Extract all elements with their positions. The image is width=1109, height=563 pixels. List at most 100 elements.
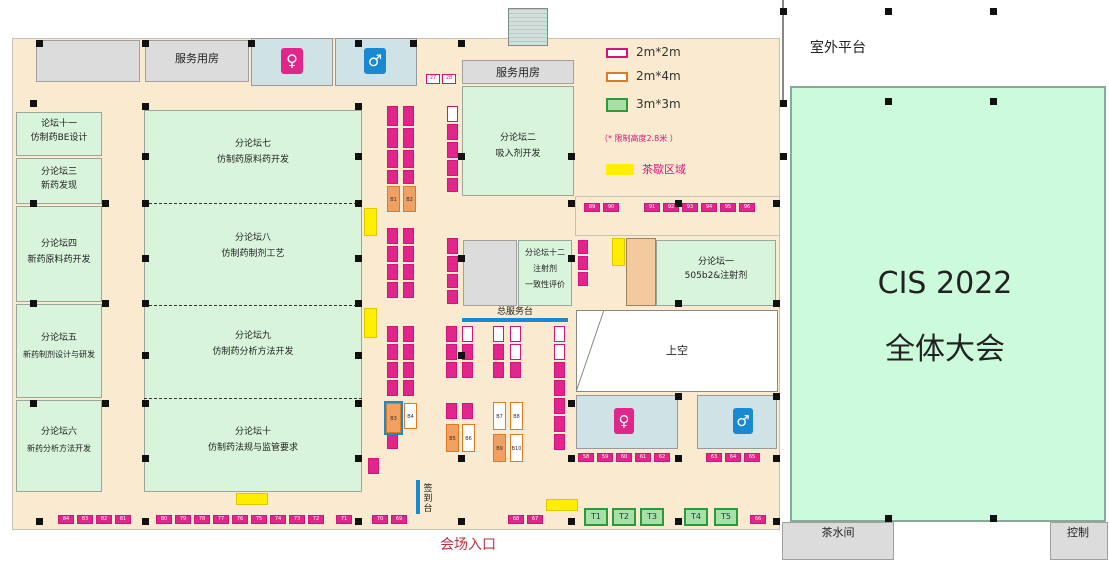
booth-B4[interactable]: B4 [404, 403, 417, 429]
booth-69[interactable]: 69 [391, 515, 407, 524]
booth-col-m-5[interactable] [554, 398, 565, 414]
booth-col-i-3[interactable] [446, 362, 457, 378]
booth-79[interactable]: 79 [175, 515, 191, 524]
booth-col-f-3[interactable] [403, 362, 414, 378]
booth-74[interactable]: 74 [270, 515, 286, 524]
booth-col-g-1[interactable] [447, 106, 458, 122]
booth-T3[interactable]: T3 [640, 508, 664, 526]
booth-col-m-7[interactable] [554, 434, 565, 450]
booth-B7[interactable]: B7 [493, 402, 506, 430]
booth-B10[interactable]: B10 [510, 434, 523, 462]
booth-82[interactable]: 82 [96, 515, 112, 524]
booth-col-c-4[interactable] [387, 282, 398, 298]
booth-col-f-2[interactable] [403, 344, 414, 360]
booth-col-f-4[interactable] [403, 380, 414, 396]
booth-28[interactable]: 28 [442, 74, 456, 84]
booth-col-b-1[interactable] [403, 106, 414, 126]
booth-col-c-3[interactable] [387, 264, 398, 280]
booth-27[interactable]: 27 [426, 74, 440, 84]
booth-col-o-1[interactable] [387, 433, 398, 449]
booth-col-d-1[interactable] [403, 228, 414, 244]
booth-94[interactable]: 94 [701, 203, 717, 212]
booth-col-h-3[interactable] [447, 274, 458, 288]
booth-B9[interactable]: B9 [493, 434, 506, 462]
booth-T4[interactable]: T4 [684, 508, 708, 526]
booth-90[interactable]: 90 [603, 203, 619, 212]
booth-col-h-1[interactable] [447, 238, 458, 254]
booth-col-g-2[interactable] [447, 124, 458, 140]
booth-col-d-3[interactable] [403, 264, 414, 280]
booth-col-g-4[interactable] [447, 160, 458, 176]
booth-B6[interactable]: B6 [462, 424, 475, 452]
booth-64[interactable]: 64 [725, 453, 741, 462]
booth-col-h-4[interactable] [447, 290, 458, 304]
booth-col-f-1[interactable] [403, 326, 414, 342]
booth-63[interactable]: 63 [706, 453, 722, 462]
booth-col-e-2[interactable] [387, 344, 398, 360]
booth-93[interactable]: 93 [682, 203, 698, 212]
booth-col-k-1[interactable] [493, 326, 504, 342]
booth-B3[interactable]: B3 [384, 401, 403, 435]
booth-col-l-1[interactable] [510, 326, 521, 342]
booth-col-m-1[interactable] [554, 326, 565, 342]
booth-B8[interactable]: B8 [510, 402, 523, 430]
booth-col-p-1[interactable] [446, 403, 457, 419]
booth-col-n-1[interactable] [578, 240, 588, 254]
booth-B2[interactable]: B2 [403, 186, 416, 212]
booth-T2[interactable]: T2 [612, 508, 636, 526]
booth-col-n-3[interactable] [578, 272, 588, 286]
booth-96[interactable]: 96 [739, 203, 755, 212]
booth-col-a-1[interactable] [387, 106, 398, 126]
booth-83[interactable]: 83 [77, 515, 93, 524]
booth-72[interactable]: 72 [308, 515, 324, 524]
booth-col-k-3[interactable] [493, 362, 504, 378]
booth-col-b-3[interactable] [403, 150, 414, 168]
booth-col-m-4[interactable] [554, 380, 565, 396]
booth-66[interactable]: 66 [750, 515, 766, 524]
booth-67[interactable]: 67 [527, 515, 543, 524]
booth-col-b-4[interactable] [403, 170, 414, 184]
booth-col-o-2[interactable] [368, 458, 379, 474]
booth-col-m-6[interactable] [554, 416, 565, 432]
booth-col-a-2[interactable] [387, 128, 398, 148]
booth-91[interactable]: 91 [644, 203, 660, 212]
booth-81[interactable]: 81 [115, 515, 131, 524]
booth-73[interactable]: 73 [289, 515, 305, 524]
booth-col-c-1[interactable] [387, 228, 398, 244]
booth-col-d-4[interactable] [403, 282, 414, 298]
booth-68[interactable]: 68 [508, 515, 524, 524]
booth-col-p-2[interactable] [462, 403, 473, 419]
booth-78[interactable]: 78 [194, 515, 210, 524]
booth-col-i-1[interactable] [446, 326, 457, 342]
booth-col-a-3[interactable] [387, 150, 398, 168]
booth-col-j-1[interactable] [462, 326, 473, 342]
booth-70[interactable]: 70 [372, 515, 388, 524]
booth-65[interactable]: 65 [744, 453, 760, 462]
booth-B1[interactable]: B1 [387, 186, 400, 212]
booth-T1[interactable]: T1 [584, 508, 608, 526]
booth-col-h-2[interactable] [447, 256, 458, 272]
booth-62[interactable]: 62 [654, 453, 670, 462]
booth-col-n-2[interactable] [578, 256, 588, 270]
booth-76[interactable]: 76 [232, 515, 248, 524]
booth-col-c-2[interactable] [387, 246, 398, 262]
booth-col-b-2[interactable] [403, 128, 414, 148]
booth-T5[interactable]: T5 [714, 508, 738, 526]
booth-61[interactable]: 61 [635, 453, 651, 462]
booth-col-g-3[interactable] [447, 142, 458, 158]
booth-92[interactable]: 92 [663, 203, 679, 212]
booth-col-d-2[interactable] [403, 246, 414, 262]
booth-71[interactable]: 71 [336, 515, 352, 524]
booth-col-l-3[interactable] [510, 362, 521, 378]
booth-80[interactable]: 80 [156, 515, 172, 524]
booth-col-a-4[interactable] [387, 170, 398, 184]
booth-col-m-3[interactable] [554, 362, 565, 378]
booth-col-e-4[interactable] [387, 380, 398, 396]
booth-84[interactable]: 84 [58, 515, 74, 524]
booth-95[interactable]: 95 [720, 203, 736, 212]
booth-col-i-2[interactable] [446, 344, 457, 360]
booth-58[interactable]: 58 [578, 453, 594, 462]
booth-col-g-5[interactable] [447, 178, 458, 192]
booth-col-j-3[interactable] [462, 362, 473, 378]
booth-col-k-2[interactable] [493, 344, 504, 360]
